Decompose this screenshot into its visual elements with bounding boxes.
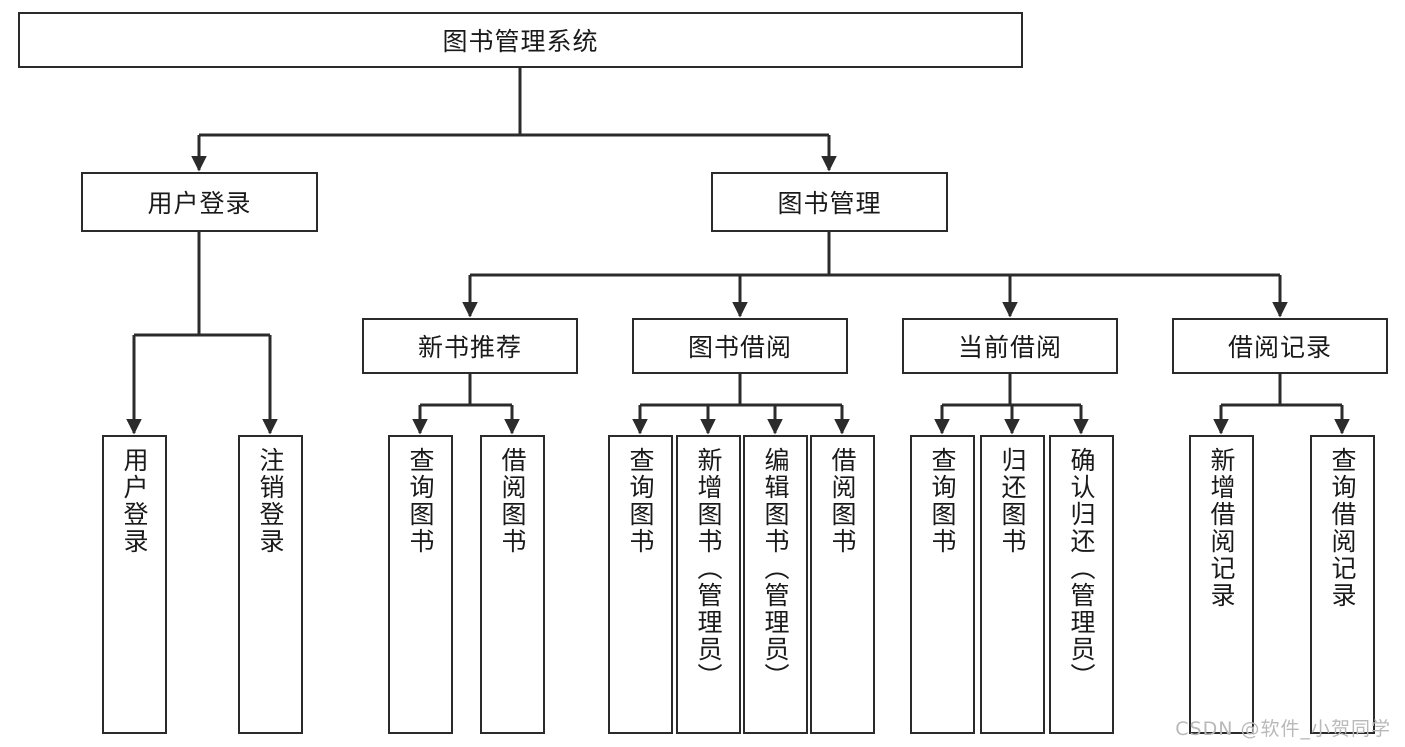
watermark: CSDN @软件_小贺同学 bbox=[1175, 718, 1391, 740]
node-label: 用户登录 bbox=[147, 189, 252, 218]
node-leaf-logout[interactable]: 注销登录 bbox=[238, 435, 303, 734]
node-label: 新增图书（管理员） bbox=[694, 447, 723, 690]
node-user-login[interactable]: 用户登录 bbox=[81, 172, 318, 232]
node-leaf-add-record[interactable]: 新增借阅记录 bbox=[1189, 435, 1254, 734]
node-root[interactable]: 图书管理系统 bbox=[18, 12, 1023, 68]
node-label: 借阅图书 bbox=[498, 447, 527, 555]
node-book-manage[interactable]: 图书管理 bbox=[711, 172, 948, 232]
node-label: 借阅记录 bbox=[1227, 333, 1332, 362]
node-label: 查询图书 bbox=[406, 447, 435, 555]
node-label: 查询图书 bbox=[626, 447, 655, 555]
node-label: 新增借阅记录 bbox=[1207, 447, 1236, 609]
node-leaf-borrow-book-2[interactable]: 借阅图书 bbox=[810, 435, 875, 734]
node-label: 图书管理 bbox=[777, 189, 882, 218]
node-leaf-query-record[interactable]: 查询借阅记录 bbox=[1310, 435, 1375, 734]
node-leaf-add-book[interactable]: 新增图书（管理员） bbox=[676, 435, 741, 734]
node-leaf-borrow-book-1[interactable]: 借阅图书 bbox=[480, 435, 545, 734]
node-label: 查询图书 bbox=[928, 447, 957, 555]
node-leaf-query-book-2[interactable]: 查询图书 bbox=[608, 435, 673, 734]
node-label: 确认归还（管理员） bbox=[1067, 447, 1096, 690]
node-leaf-query-book-3[interactable]: 查询图书 bbox=[910, 435, 975, 734]
node-leaf-return-book[interactable]: 归还图书 bbox=[980, 435, 1045, 734]
node-label: 借阅图书 bbox=[828, 447, 857, 555]
node-label: 注销登录 bbox=[256, 447, 285, 555]
node-label: 新书推荐 bbox=[417, 333, 522, 362]
node-borrow-record[interactable]: 借阅记录 bbox=[1172, 318, 1388, 374]
node-label: 图书借阅 bbox=[687, 333, 792, 362]
node-label: 图书管理系统 bbox=[442, 27, 599, 56]
node-new-book-recommend[interactable]: 新书推荐 bbox=[362, 318, 578, 374]
node-label: 当前借阅 bbox=[957, 333, 1062, 362]
node-leaf-confirm-return[interactable]: 确认归还（管理员） bbox=[1049, 435, 1114, 734]
node-leaf-query-book-1[interactable]: 查询图书 bbox=[388, 435, 453, 734]
node-label: 编辑图书（管理员） bbox=[761, 447, 790, 690]
node-book-borrow[interactable]: 图书借阅 bbox=[632, 318, 848, 374]
node-current-borrow[interactable]: 当前借阅 bbox=[902, 318, 1118, 374]
node-leaf-user-login[interactable]: 用户登录 bbox=[102, 435, 167, 734]
node-leaf-edit-book[interactable]: 编辑图书（管理员） bbox=[743, 435, 808, 734]
node-label: 用户登录 bbox=[120, 447, 149, 555]
node-label: 归还图书 bbox=[998, 447, 1027, 555]
node-label: 查询借阅记录 bbox=[1328, 447, 1357, 609]
